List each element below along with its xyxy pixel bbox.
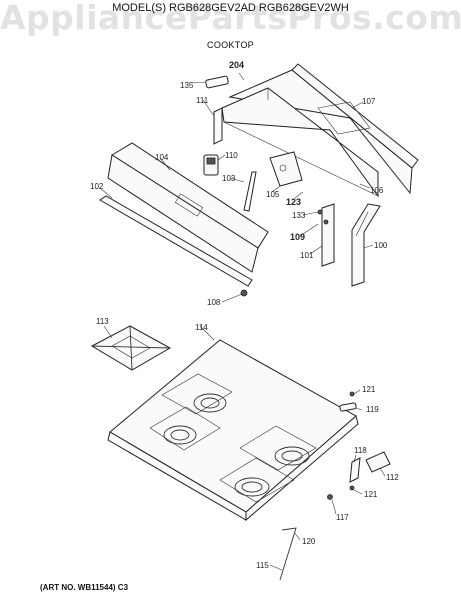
watermark: AppliancePartsPros.com <box>0 0 461 37</box>
part-135-bracket <box>205 75 229 89</box>
callout-111: 111 <box>196 96 209 105</box>
control-panel-104 <box>107 142 269 273</box>
callout-100: 100 <box>374 241 388 250</box>
callout-110: 110 <box>225 151 238 160</box>
part-121-screw-top <box>349 391 355 397</box>
callout-121-bottom: 121 <box>364 490 378 499</box>
callout-105: 105 <box>266 190 280 199</box>
callout-106: 106 <box>370 186 384 195</box>
part-112-valve <box>365 451 391 473</box>
callout-135: 135 <box>180 81 194 90</box>
callout-107: 107 <box>362 97 376 106</box>
art-number: (ART NO. WB11544) C3 <box>40 583 129 592</box>
burner-grate-113 <box>90 325 172 371</box>
callout-121-top: 121 <box>362 385 376 394</box>
callout-113: 113 <box>96 317 109 326</box>
callout-123: 123 <box>286 197 301 207</box>
backsplash-107 <box>228 63 419 195</box>
side-bracket-101 <box>317 203 335 267</box>
part-111-bracket <box>213 107 223 145</box>
callout-112: 112 <box>386 473 399 482</box>
callout-108: 108 <box>207 298 221 307</box>
callout-114: 114 <box>195 323 208 332</box>
part-103-rod <box>243 171 257 212</box>
callout-118: 118 <box>354 446 367 455</box>
callout-204: 204 <box>229 60 244 70</box>
model-line: MODEL(S) RGB628GEV2AD RGB628GEV2WH <box>112 2 349 14</box>
part-105-switch <box>269 151 303 187</box>
callout-115: 115 <box>256 561 269 570</box>
callout-109: 109 <box>290 232 305 242</box>
callout-labels: 204 135 111 107 110 104 103 105 106 102 … <box>90 60 399 570</box>
part-117-screw <box>327 494 333 500</box>
part-118-bracket <box>349 457 361 483</box>
leader-lines <box>99 72 386 571</box>
part-115-tube <box>279 527 297 581</box>
callout-117: 117 <box>336 513 349 522</box>
rear-panel-106 <box>221 87 379 198</box>
callout-102: 102 <box>90 182 104 191</box>
side-trim-100 <box>351 203 381 287</box>
callout-104: 104 <box>155 153 169 162</box>
callout-101: 101 <box>300 251 314 260</box>
cooktop-114 <box>107 339 359 522</box>
part-110-clip <box>203 154 219 176</box>
callout-103: 103 <box>222 174 236 183</box>
section-title: COOKTOP <box>207 40 254 50</box>
part-108-screw <box>240 289 248 297</box>
trim-102 <box>99 195 253 287</box>
callout-133: 133 <box>292 211 306 220</box>
part-119-clip <box>339 402 357 412</box>
callout-119: 119 <box>366 405 379 414</box>
callout-120: 120 <box>302 537 316 546</box>
part-121-screw-bottom <box>349 485 355 491</box>
